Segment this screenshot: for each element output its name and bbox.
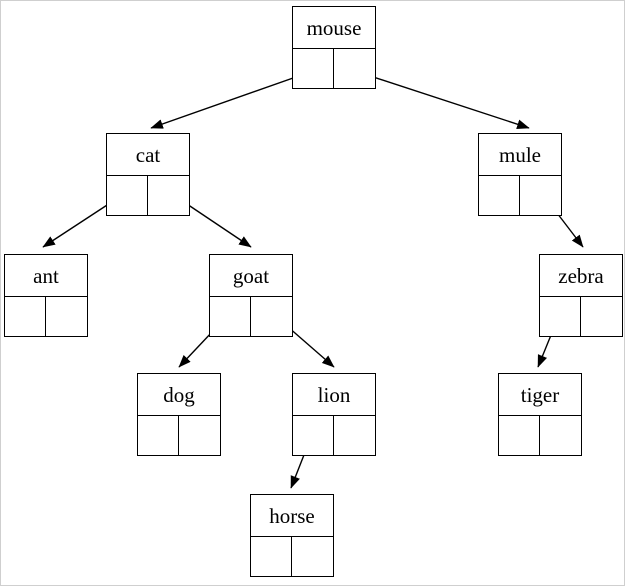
- node-left-pointer-cell: [138, 416, 179, 456]
- node-label: ant: [5, 255, 87, 297]
- node-pointer-row: [107, 176, 189, 216]
- node-left-pointer-cell: [210, 297, 251, 337]
- tree-node-horse[interactable]: horse: [250, 494, 334, 577]
- node-left-pointer-cell: [5, 297, 46, 337]
- node-pointer-row: [138, 416, 220, 456]
- node-pointer-row: [5, 297, 87, 337]
- tree-node-dog[interactable]: dog: [137, 373, 221, 456]
- tree-node-mouse[interactable]: mouse: [292, 6, 376, 89]
- node-right-pointer-cell: [148, 176, 189, 216]
- node-label: horse: [251, 495, 333, 537]
- node-left-pointer-cell: [540, 297, 581, 337]
- tree-node-cat[interactable]: cat: [106, 133, 190, 216]
- node-right-pointer-cell: [251, 297, 292, 337]
- node-pointer-row: [293, 49, 375, 89]
- node-label: cat: [107, 134, 189, 176]
- tree-node-goat[interactable]: goat: [209, 254, 293, 337]
- node-pointer-row: [210, 297, 292, 337]
- node-pointer-row: [499, 416, 581, 456]
- tree-node-mule[interactable]: mule: [478, 133, 562, 216]
- node-left-pointer-cell: [293, 49, 334, 89]
- node-right-pointer-cell: [334, 49, 375, 89]
- node-right-pointer-cell: [520, 176, 561, 216]
- node-left-pointer-cell: [107, 176, 148, 216]
- node-label: dog: [138, 374, 220, 416]
- node-pointer-row: [479, 176, 561, 216]
- node-right-pointer-cell: [46, 297, 87, 337]
- node-right-pointer-cell: [334, 416, 375, 456]
- node-pointer-row: [540, 297, 622, 337]
- node-label: mule: [479, 134, 561, 176]
- node-right-pointer-cell: [581, 297, 622, 337]
- node-label: goat: [210, 255, 292, 297]
- node-pointer-row: [251, 537, 333, 577]
- tree-edge-mouse-to-mule: [354, 70, 530, 129]
- node-pointer-row: [293, 416, 375, 456]
- node-left-pointer-cell: [293, 416, 334, 456]
- node-label: mouse: [293, 7, 375, 49]
- node-right-pointer-cell: [540, 416, 581, 456]
- node-left-pointer-cell: [479, 176, 520, 216]
- tree-node-tiger[interactable]: tiger: [498, 373, 582, 456]
- tree-node-zebra[interactable]: zebra: [539, 254, 623, 337]
- node-label: tiger: [499, 374, 581, 416]
- tree-node-lion[interactable]: lion: [292, 373, 376, 456]
- node-left-pointer-cell: [499, 416, 540, 456]
- node-right-pointer-cell: [292, 537, 333, 577]
- node-label: zebra: [540, 255, 622, 297]
- node-right-pointer-cell: [179, 416, 220, 456]
- node-left-pointer-cell: [251, 537, 292, 577]
- tree-edge-mouse-to-cat: [150, 70, 314, 129]
- node-label: lion: [293, 374, 375, 416]
- tree-node-ant[interactable]: ant: [4, 254, 88, 337]
